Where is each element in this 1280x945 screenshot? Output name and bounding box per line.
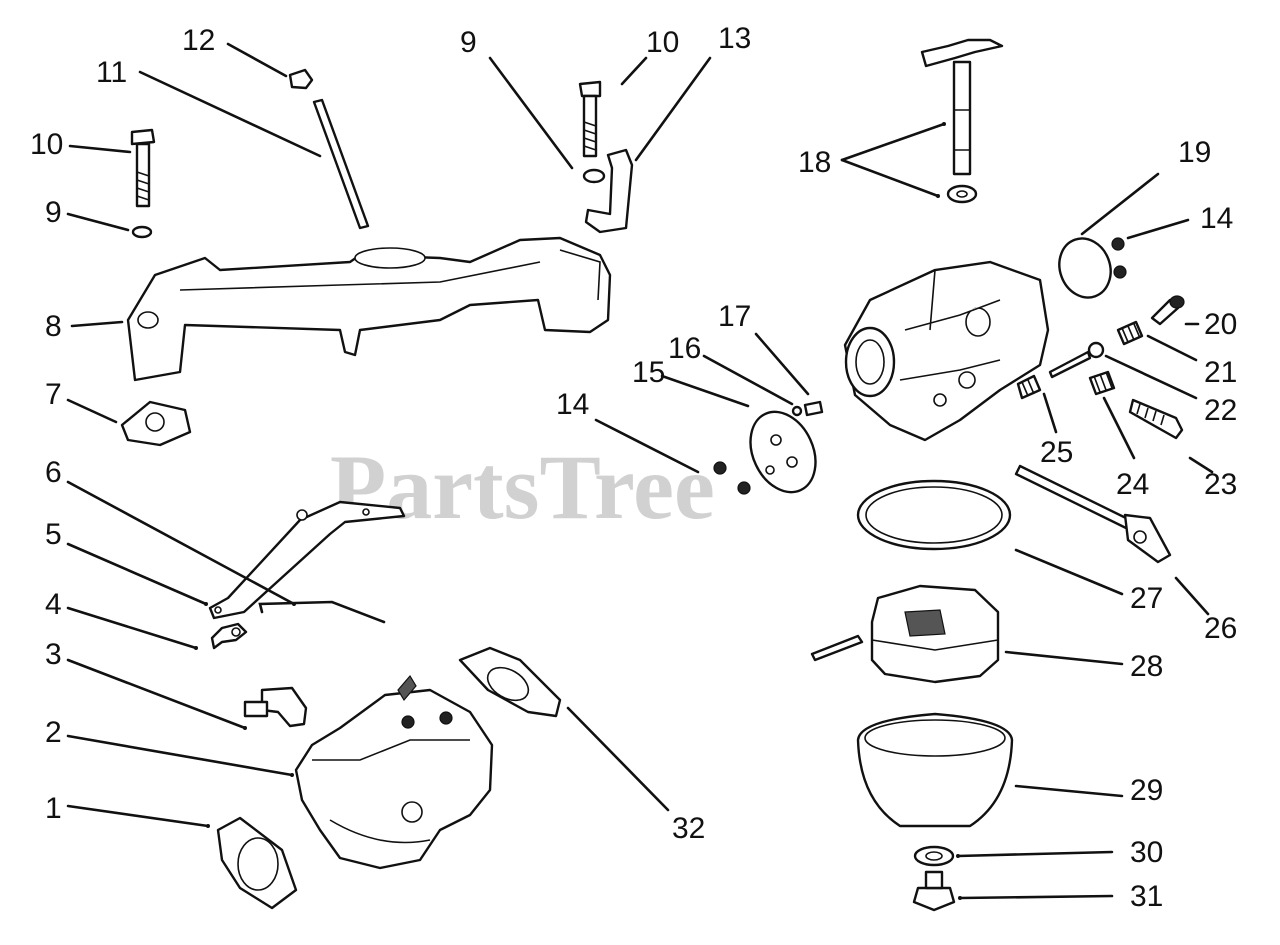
callout-30: 30 [1130, 836, 1163, 869]
o-ring [856, 479, 1012, 551]
carburetor-body [843, 260, 1050, 442]
callout-23: 23 [1204, 468, 1237, 501]
fitting-elbow [243, 686, 308, 728]
bracket [584, 148, 634, 234]
washer-left [131, 225, 153, 239]
screw-14a [713, 461, 727, 475]
leader-dots [194, 122, 962, 900]
callout-8: 8 [45, 310, 62, 343]
callout-13: 13 [718, 22, 751, 55]
washer-center [582, 168, 606, 184]
throttle-lever [208, 500, 406, 620]
callout-9-left: 9 [45, 196, 62, 229]
idle-screw [1150, 295, 1185, 326]
mixture-screw-23 [1128, 398, 1184, 440]
callout-7: 7 [45, 378, 62, 411]
callout-11: 11 [96, 56, 127, 89]
float [810, 584, 1000, 684]
throttle-plate [1058, 237, 1127, 299]
callout-31: 31 [1130, 880, 1163, 913]
callout-14-lower: 14 [556, 388, 589, 421]
callout-26: 26 [1204, 612, 1237, 645]
bowl-nut [912, 870, 956, 912]
callout-18: 18 [798, 146, 831, 179]
bolt-left [130, 128, 156, 208]
callout-4: 4 [45, 588, 62, 621]
callout-5: 5 [45, 518, 62, 551]
carburetor-assembly [294, 674, 494, 870]
needle-valve-22 [1048, 341, 1105, 379]
callout-29: 29 [1130, 774, 1163, 807]
callout-10-left: 10 [30, 128, 63, 161]
callout-15: 15 [632, 356, 665, 389]
callout-16: 16 [668, 332, 701, 365]
choke-shaft [920, 38, 1004, 204]
watermark: PartsTree [330, 436, 715, 538]
bolt-center [578, 80, 602, 158]
callout-17: 17 [718, 300, 751, 333]
callout-32: 32 [672, 812, 705, 845]
float-shaft [1014, 464, 1172, 564]
spring-25 [1016, 374, 1042, 400]
callout-27: 27 [1130, 582, 1163, 615]
callout-2: 2 [45, 716, 62, 749]
screw-14b [737, 481, 751, 495]
spring-21 [1116, 320, 1144, 346]
tube [312, 98, 370, 230]
bowl-washer [913, 845, 955, 867]
callout-14-upper: 14 [1200, 202, 1233, 235]
elbow-gasket [458, 646, 562, 718]
nut [288, 68, 314, 90]
spring-24 [1088, 370, 1116, 396]
float-bowl [856, 712, 1014, 828]
diaphragm-plate [749, 410, 817, 494]
callout-21: 21 [1204, 356, 1237, 389]
leader-lines [66, 42, 1214, 900]
carburetor-gasket [216, 816, 298, 910]
callout-22: 22 [1204, 394, 1237, 427]
callout-10-center: 10 [646, 26, 679, 59]
callout-6: 6 [45, 456, 62, 489]
swivel-clip [210, 622, 248, 650]
callout-28: 28 [1130, 650, 1163, 683]
manifold-gasket [120, 400, 192, 447]
callout-19: 19 [1178, 136, 1211, 169]
callout-9-center: 9 [460, 26, 477, 59]
callout-1: 1 [45, 792, 62, 825]
callout-24: 24 [1116, 468, 1149, 501]
callout-3: 3 [45, 638, 62, 671]
callout-labels: 1 2 3 4 5 6 7 8 9 10 11 12 9 10 13 14 15… [30, 22, 1237, 913]
ball-spring [791, 400, 824, 417]
callout-20: 20 [1204, 308, 1237, 341]
callout-12: 12 [182, 24, 215, 57]
intake-manifold [126, 236, 612, 382]
linkage-rod [258, 600, 386, 624]
callout-25: 25 [1040, 436, 1073, 469]
